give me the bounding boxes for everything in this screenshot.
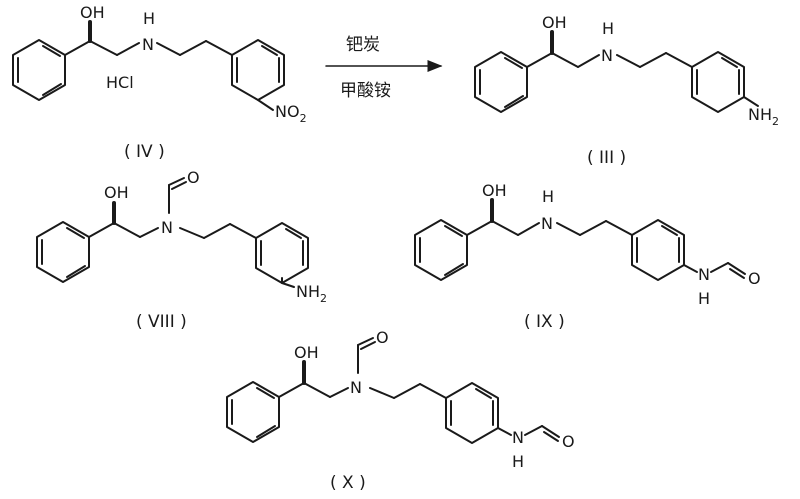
compound-viii: OH O N NH2 ( VIII ) <box>36 168 327 332</box>
amide-n-label: N <box>161 218 173 237</box>
amine-h-label: H <box>143 9 155 28</box>
reagent-ammonium-formate: 甲酸铵 <box>340 81 391 101</box>
compound-label-x: ( X ) <box>330 473 366 493</box>
phenyl-ring <box>12 39 66 101</box>
aminophenyl-ring <box>691 51 745 113</box>
compound-ix: OH H N N H O ( IX ) <box>414 181 761 332</box>
amino-label: NH2 <box>296 282 327 305</box>
compound-label-viii: ( VIII ) <box>136 312 187 332</box>
phenyl-ring <box>226 381 280 443</box>
amine-n-label: N <box>142 35 154 54</box>
hydroxyl-label: OH <box>542 13 567 32</box>
phenyl-ring <box>414 219 468 281</box>
hydroxyl-label: OH <box>482 181 507 200</box>
reagent-catalyst: 钯炭 <box>346 35 380 55</box>
compound-x: OH O N N H O ( X ) <box>226 328 575 493</box>
amide-o-label: O <box>562 432 575 451</box>
amide-n-label: N <box>698 265 710 284</box>
amino-label: NH2 <box>748 105 779 128</box>
hcl-label: HCl <box>106 73 134 92</box>
amine-n-label: N <box>541 214 553 233</box>
amine-n-label: N <box>601 46 613 65</box>
formyl-o-label: O <box>376 328 389 347</box>
phenyl-ring <box>474 51 528 113</box>
amide-h-label: H <box>698 289 710 308</box>
tertiary-n-label: N <box>350 378 362 397</box>
compound-label-iv: ( IV ) <box>124 142 165 162</box>
hydroxyl-label: OH <box>104 183 129 202</box>
amide-n-label: N <box>512 428 524 447</box>
amine-h-label: H <box>542 187 554 206</box>
nitrophenyl-ring <box>231 39 285 101</box>
formamidophenyl-ring <box>445 382 499 444</box>
formyl-o-label: O <box>187 168 200 187</box>
reaction-arrow: 钯炭 甲酸铵 <box>325 35 443 101</box>
amide-h-label: H <box>512 452 524 471</box>
aminophenyl-ring <box>255 222 309 284</box>
amine-h-label: H <box>602 19 614 38</box>
hydroxyl-label: OH <box>294 343 319 362</box>
compound-label-iii: ( III ) <box>587 148 626 168</box>
formamidophenyl-ring <box>631 219 685 281</box>
compound-iv: OH H N HCl NO2 ( IV ) <box>12 3 307 162</box>
compound-label-ix: ( IX ) <box>524 312 565 332</box>
amide-o-label: O <box>748 269 761 288</box>
nitro-label: NO2 <box>275 102 307 125</box>
hydroxyl-label: OH <box>80 3 105 22</box>
phenyl-ring <box>36 221 90 283</box>
compound-iii: OH H N NH2 ( III ) <box>474 13 779 168</box>
